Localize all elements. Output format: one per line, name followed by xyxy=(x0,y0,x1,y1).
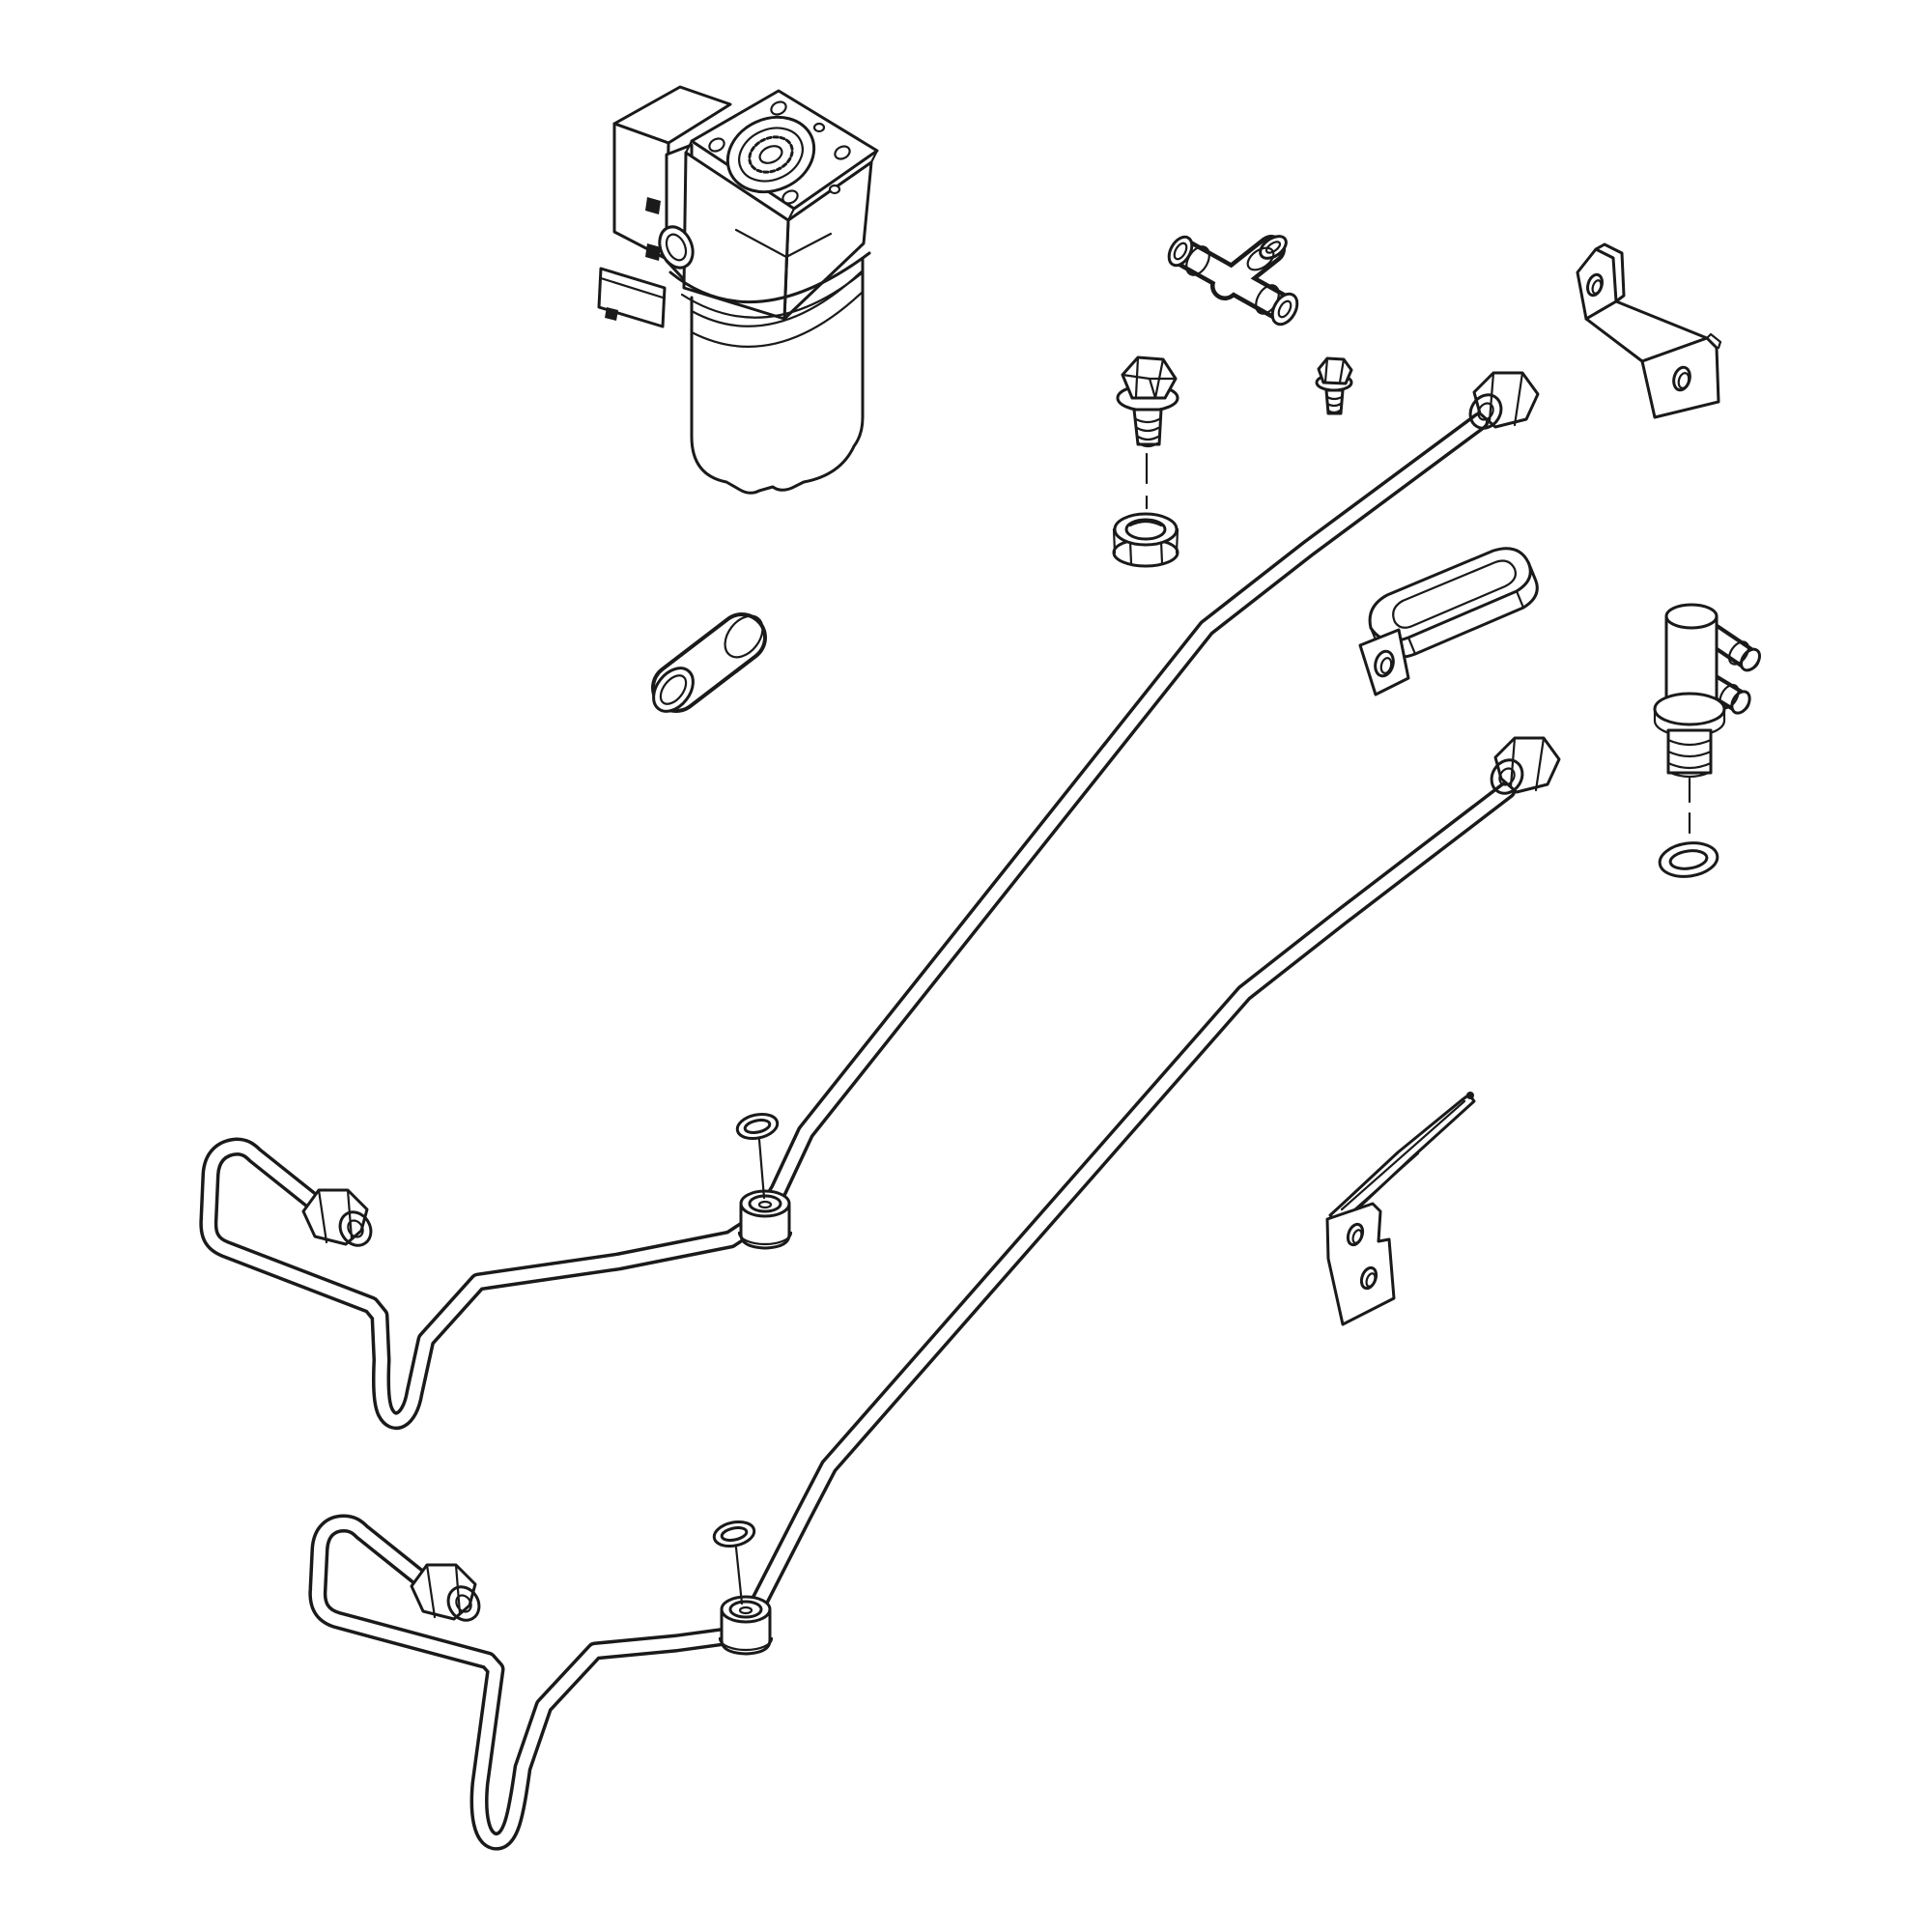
l-bracket-arm xyxy=(1328,1093,1476,1225)
tee-barb-collar xyxy=(1185,245,1210,276)
spline-ring xyxy=(748,135,794,174)
sleeve-bore xyxy=(659,674,688,705)
bolt-head-facets xyxy=(1121,355,1178,400)
upper-pipe-flare-nut-right xyxy=(1463,371,1540,436)
o-ring-outer xyxy=(1658,841,1719,878)
lower-fuel-pipe xyxy=(318,790,1507,1841)
spline-bore xyxy=(758,145,783,164)
hose-sleeve-spacer xyxy=(645,609,770,719)
lower-pipe-flare-nut-right xyxy=(1484,736,1561,801)
o-ring-inner xyxy=(1668,849,1709,870)
flange-hole-small xyxy=(828,184,841,195)
z-mounting-bracket xyxy=(1576,242,1722,419)
z-bracket-hole-lower-inner xyxy=(1677,372,1690,389)
small-hex-bolt xyxy=(1315,356,1353,415)
nut-sides xyxy=(1112,527,1179,565)
lower-pipe-bore xyxy=(318,790,1507,1841)
pump-tab-edge xyxy=(599,276,665,299)
canister-outline xyxy=(690,257,865,495)
pump-flange-thickness xyxy=(684,139,879,222)
coupling-boss-inner xyxy=(738,127,804,183)
small-bolt-shank xyxy=(1324,388,1345,415)
vent-fitting-o-ring xyxy=(1658,841,1719,878)
upper-pipe-outline xyxy=(209,421,1480,1421)
flange-hole xyxy=(834,145,851,160)
small-bolt-threads xyxy=(1325,395,1344,414)
sleeve-far-end xyxy=(724,614,764,659)
fitting-lower-body xyxy=(1666,728,1713,775)
flange-hole xyxy=(781,189,799,205)
flanged-hex-bolt xyxy=(1116,355,1179,448)
upper-fuel-pipe xyxy=(209,421,1480,1421)
upper-pipe-flare-nut-left xyxy=(301,1188,379,1253)
side-port-inner xyxy=(665,233,688,262)
small-bolt-head xyxy=(1317,356,1353,385)
leader-line-lower-oring xyxy=(734,1546,744,1605)
canister-seam-rings xyxy=(690,269,865,348)
canister-bell-arc xyxy=(668,251,871,304)
twin-barb-vent-fitting xyxy=(1653,603,1762,779)
three-way-hose-tee-connector xyxy=(1167,232,1299,327)
pipe-strap-clamp xyxy=(1358,547,1539,696)
bolt-threads xyxy=(1134,417,1161,448)
lower-pipe-o-ring xyxy=(710,1517,758,1551)
sleeve-open-end xyxy=(652,667,695,713)
clamp-loop-inner xyxy=(1392,559,1517,629)
nut-bore-ring xyxy=(1124,518,1167,541)
lower-pipe-elbow-union xyxy=(718,1595,774,1656)
fitting-top-hatched xyxy=(1664,603,1719,630)
upper-pipe-o-ring xyxy=(733,1109,781,1144)
l-bracket-plate xyxy=(1325,1202,1396,1326)
z-bracket-lower-edges xyxy=(1640,332,1722,419)
connector-pin-square xyxy=(645,197,661,214)
tee-open-end-bore xyxy=(1264,241,1282,254)
lower-pipe-flare-nut-left xyxy=(410,1563,487,1628)
flange-hole xyxy=(708,137,725,153)
barb-collar xyxy=(1727,640,1750,666)
fuel-pump-filter-assembly xyxy=(597,85,879,495)
l-bracket-arm-tip xyxy=(1466,1092,1474,1099)
tee-open-end-bore xyxy=(1277,299,1293,319)
upper-pipe-elbow-union xyxy=(737,1189,793,1250)
bolt-shank xyxy=(1132,408,1163,446)
connector-pin-square xyxy=(645,243,661,261)
nut-top xyxy=(1113,512,1179,547)
fitting-flange-upper xyxy=(1653,692,1726,726)
z-bracket-hole-upper-inner xyxy=(1591,279,1603,295)
l-bracket-arm-fold xyxy=(1340,1099,1466,1215)
clamp-tab-hole-inner xyxy=(1379,657,1393,674)
fitting-body-fill xyxy=(1666,616,1717,699)
flange-hole xyxy=(770,100,787,116)
tee-open-end-bore xyxy=(1173,242,1188,261)
nut-chamfer xyxy=(1128,520,1163,527)
fitting-body-sides xyxy=(1664,614,1719,701)
pump-housing-notch-lines xyxy=(734,228,833,321)
pump-tab-hole xyxy=(605,307,618,321)
tee-barb-collar xyxy=(1246,246,1275,271)
coupling-boss-outer xyxy=(725,115,816,194)
flange-hole-small xyxy=(812,122,826,133)
l-mounting-bracket xyxy=(1325,1092,1476,1326)
fitting-thread-arcs xyxy=(1666,738,1713,779)
tee-barb-collar xyxy=(1255,284,1280,315)
l-bracket-hole-inner xyxy=(1365,1272,1377,1288)
small-bolt-facets xyxy=(1323,356,1346,384)
flange-nut xyxy=(1112,512,1179,568)
leader-line-upper-oring xyxy=(757,1138,766,1200)
l-bracket-hole-inner xyxy=(1351,1229,1363,1244)
